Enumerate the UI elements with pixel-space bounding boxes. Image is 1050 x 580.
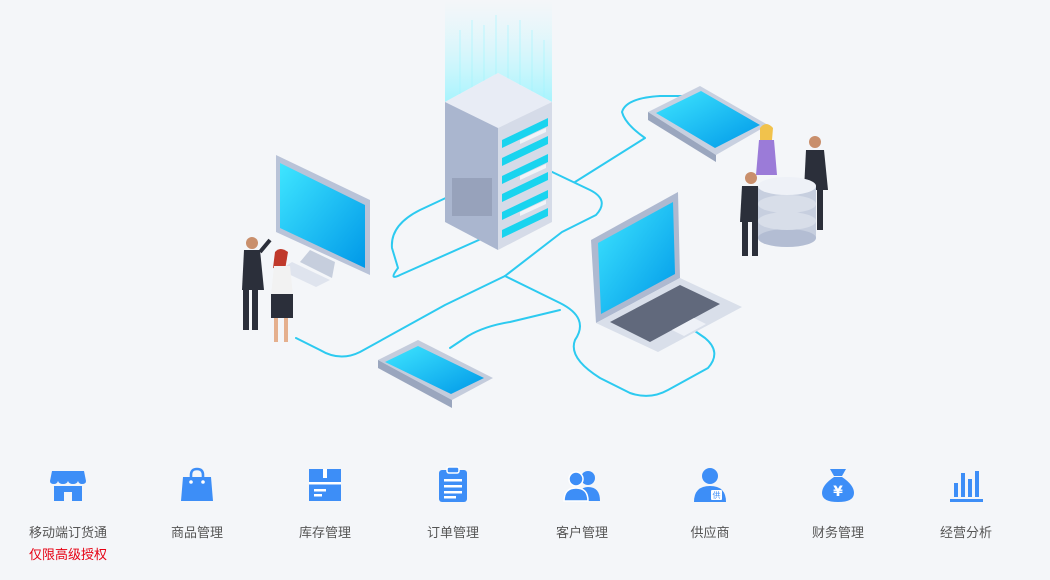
module-bar: 移动端订货通 仅限高级授权 商品管理 库存管理 订单管理 — [0, 460, 1050, 570]
module-mobile-ordering[interactable]: 移动端订货通 仅限高级授权 — [4, 460, 132, 563]
svg-text:供: 供 — [713, 490, 721, 500]
shop-icon — [50, 471, 86, 501]
database — [758, 177, 816, 247]
module-label: 移动端订货通 — [28, 526, 107, 541]
phone-bottom — [378, 340, 493, 408]
clipboard-icon — [439, 466, 467, 502]
connection-lines — [295, 95, 716, 397]
module-suppliers[interactable]: 供 供应商 — [646, 460, 774, 541]
module-label: 经营分析 — [939, 526, 992, 541]
supplier-icon: 供 — [694, 468, 726, 502]
users-icon — [563, 471, 600, 502]
module-customers[interactable]: 客户管理 — [518, 460, 646, 541]
people-right — [740, 124, 828, 256]
module-products[interactable]: 商品管理 — [133, 460, 261, 541]
module-finance[interactable]: ¥ 财务管理 — [774, 460, 902, 541]
module-analytics[interactable]: 经营分析 — [902, 460, 1030, 541]
module-label: 财务管理 — [811, 526, 864, 541]
bar-chart-icon — [950, 471, 983, 502]
network-illustration — [242, 0, 828, 408]
money-bag-icon: ¥ — [822, 469, 854, 502]
svg-text:¥: ¥ — [833, 484, 843, 500]
monitor — [276, 155, 370, 287]
license-note: 仅限高级授权 — [28, 548, 107, 563]
box-icon — [309, 469, 341, 501]
module-label: 订单管理 — [426, 526, 479, 541]
shopping-bag-icon — [181, 467, 213, 501]
module-orders[interactable]: 订单管理 — [389, 460, 517, 541]
tablet — [648, 86, 768, 162]
module-label: 商品管理 — [170, 526, 223, 541]
module-inventory[interactable]: 库存管理 — [261, 460, 389, 541]
server — [445, 73, 552, 250]
module-label: 库存管理 — [298, 526, 351, 541]
laptop — [591, 192, 742, 352]
module-label: 供应商 — [690, 526, 730, 541]
people-left — [242, 237, 293, 342]
module-label: 客户管理 — [555, 526, 608, 541]
